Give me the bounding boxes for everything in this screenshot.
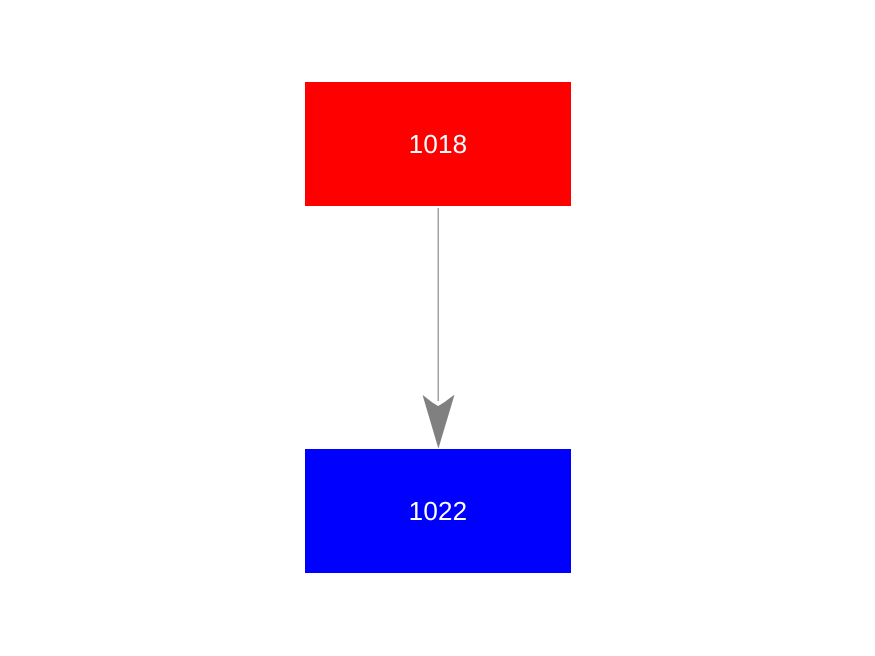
node-label-1018: 1018 — [408, 129, 468, 159]
arrowhead-icon — [422, 395, 455, 448]
node-label-1022: 1022 — [408, 496, 468, 526]
graph-node-1022[interactable]: 1022 — [305, 449, 571, 573]
edge-1018-to-1022[interactable] — [422, 208, 455, 448]
graph-node-1018[interactable]: 1018 — [305, 82, 571, 206]
